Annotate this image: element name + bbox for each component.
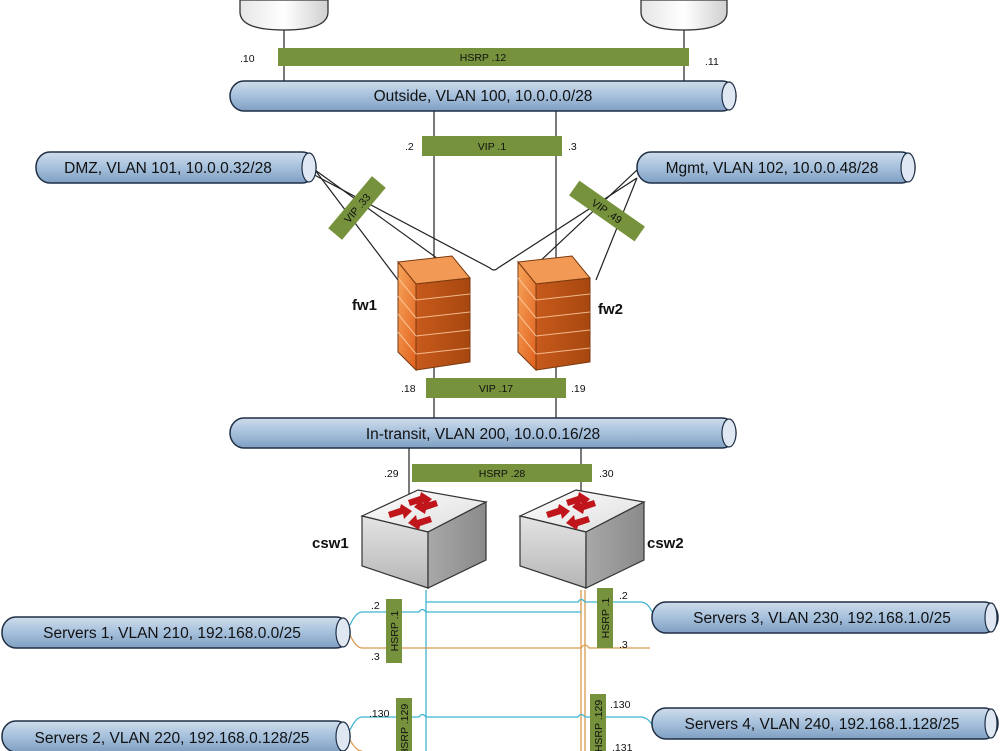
addr-fw2-outside: .3 — [568, 141, 577, 153]
addr-s3-top: .2 — [619, 590, 628, 602]
segment-outside-label: Outside, VLAN 100, 10.0.0.0/28 — [374, 88, 593, 105]
segment-mgmt-label: Mgmt, VLAN 102, 10.0.0.48/28 — [666, 160, 879, 177]
segment-servers3-label: Servers 3, VLAN 230, 192.168.1.0/25 — [693, 610, 951, 627]
fw2-label: fw2 — [598, 301, 623, 318]
transit-hsrp-bar: HSRP .28 — [412, 464, 592, 482]
segment-dmz: DMZ, VLAN 101, 10.0.0.32/28 — [35, 151, 317, 184]
segment-servers2: Servers 2, VLAN 220, 192.168.0.128/25 — [1, 720, 351, 751]
outside-hsrp-label: HSRP .12 — [460, 52, 507, 64]
addr-fw2-transit: .19 — [571, 383, 586, 395]
servers2-hsrp-label: HSRP .129 — [399, 704, 411, 751]
router-right-icon — [640, 0, 728, 31]
addr-s3-bottom: .3 — [619, 639, 628, 651]
addr-csw1-transit: .29 — [384, 468, 399, 480]
router-left-icon — [239, 0, 329, 31]
fw1-firewall-icon[interactable] — [397, 255, 471, 372]
servers3-hsrp-label: HSRP .1 — [600, 598, 612, 639]
addr-r1-outside: .10 — [240, 53, 255, 65]
mgmt-vip-bar: VIP .49 — [569, 180, 645, 242]
segment-servers4-label: Servers 4, VLAN 240, 192.168.1.128/25 — [685, 716, 960, 733]
servers3-hsrp-bar: HSRP .1 — [597, 588, 613, 648]
addr-fw1-transit: .18 — [401, 383, 416, 395]
addr-csw2-transit: .30 — [599, 468, 614, 480]
csw1-switch-icon[interactable] — [360, 489, 488, 589]
servers1-hsrp-bar: HSRP .1 — [386, 599, 402, 663]
servers2-hsrp-bar: HSRP .129 — [396, 698, 412, 751]
csw2-switch-icon[interactable] — [518, 489, 646, 589]
transit-vip-bar: VIP .17 — [426, 378, 566, 398]
server-links — [349, 590, 653, 751]
outside-vip-label: VIP .1 — [478, 141, 507, 153]
segment-transit-label: In-transit, VLAN 200, 10.0.0.16/28 — [366, 426, 600, 443]
transit-vip-label: VIP .17 — [479, 383, 513, 395]
firewall-links — [304, 111, 638, 418]
segment-servers1-label: Servers 1, VLAN 210, 192.168.0.0/25 — [43, 625, 301, 642]
servers1-hsrp-label: HSRP .1 — [389, 611, 401, 652]
segment-dmz-label: DMZ, VLAN 101, 10.0.0.32/28 — [64, 160, 272, 177]
fw2-firewall-icon[interactable] — [517, 255, 591, 372]
servers4-hsrp-label: HSRP .129 — [593, 700, 605, 751]
segment-servers3: Servers 3, VLAN 230, 192.168.1.0/25 — [651, 601, 999, 634]
outside-vip-bar: VIP .1 — [422, 136, 562, 156]
segment-mgmt: Mgmt, VLAN 102, 10.0.0.48/28 — [636, 151, 916, 184]
csw1-arrows-icon — [388, 492, 438, 530]
addr-r2-outside: .11 — [705, 56, 719, 68]
addr-s1-top: .2 — [371, 600, 380, 612]
address-labels: .10 .11 .2 .3 .18 .19 .29 .30 .2 .3 .2 .… — [240, 53, 719, 751]
csw2-label: csw2 — [647, 535, 684, 552]
addr-fw1-outside: .2 — [405, 141, 414, 153]
addr-s2-top: .130 — [369, 708, 390, 720]
addr-s4-bottom: .131 — [612, 742, 633, 751]
fw1-label: fw1 — [352, 297, 377, 314]
csw2-arrows-icon — [546, 492, 596, 530]
segment-servers4: Servers 4, VLAN 240, 192.168.1.128/25 — [651, 707, 999, 740]
segment-outside: Outside, VLAN 100, 10.0.0.0/28 — [229, 80, 737, 112]
outside-hsrp-bar: HSRP .12 — [278, 48, 689, 66]
segment-transit: In-transit, VLAN 200, 10.0.0.16/28 — [229, 417, 737, 449]
transit-hsrp-label: HSRP .28 — [479, 468, 526, 480]
servers4-hsrp-bar: HSRP .129 — [590, 694, 606, 751]
segment-servers2-label: Servers 2, VLAN 220, 192.168.0.128/25 — [35, 730, 310, 747]
addr-s4-top: .130 — [610, 699, 631, 711]
segment-servers1: Servers 1, VLAN 210, 192.168.0.0/25 — [1, 616, 351, 649]
addr-s1-bottom: .3 — [371, 651, 380, 663]
csw1-label: csw1 — [312, 535, 349, 552]
